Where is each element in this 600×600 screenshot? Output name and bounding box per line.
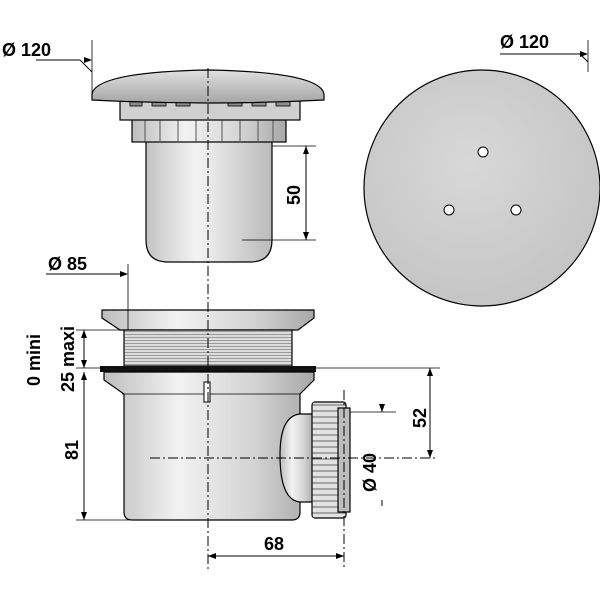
cup-collar bbox=[131, 117, 287, 143]
trap-cup bbox=[145, 139, 273, 263]
label-outlet-diameter: Ø 40 bbox=[360, 453, 380, 492]
plate-hole-top bbox=[477, 146, 489, 158]
drain-body bbox=[103, 371, 315, 521]
dim-cover-diameter: Ø 120 bbox=[2, 40, 93, 94]
label-plate-diameter: Ø 120 bbox=[500, 32, 549, 52]
collar-ribs bbox=[144, 118, 274, 142]
label-cover-diameter: Ø 120 bbox=[2, 40, 51, 60]
label-adjust-min: 0 mini bbox=[24, 334, 44, 386]
dim-outlet-offset: 68 bbox=[208, 534, 344, 559]
label-body-diameter: Ø 85 bbox=[48, 254, 87, 274]
label-adjust-max: 25 maxi bbox=[58, 326, 78, 392]
label-outlet-height: 52 bbox=[410, 408, 430, 428]
label-trap-height: 50 bbox=[284, 185, 304, 205]
plate-hole-left bbox=[443, 204, 455, 216]
dim-outlet-height: 52 bbox=[316, 367, 440, 458]
label-body-height: 81 bbox=[62, 440, 82, 460]
cover-plate-plan-view: Ø 120 bbox=[363, 32, 600, 307]
cover-plate bbox=[363, 69, 600, 307]
label-outlet-offset: 68 bbox=[264, 534, 284, 554]
dim-trap-height: 50 bbox=[242, 145, 316, 241]
dim-adjust-range: 0 mini 25 maxi bbox=[24, 326, 124, 392]
dim-outlet-diameter: Ø 40 bbox=[350, 404, 396, 506]
dim-body-diameter: Ø 85 bbox=[46, 254, 129, 330]
drain-body-assembly bbox=[100, 309, 351, 521]
plate-hole-right bbox=[510, 204, 522, 216]
dim-body-height: 81 bbox=[62, 372, 130, 521]
